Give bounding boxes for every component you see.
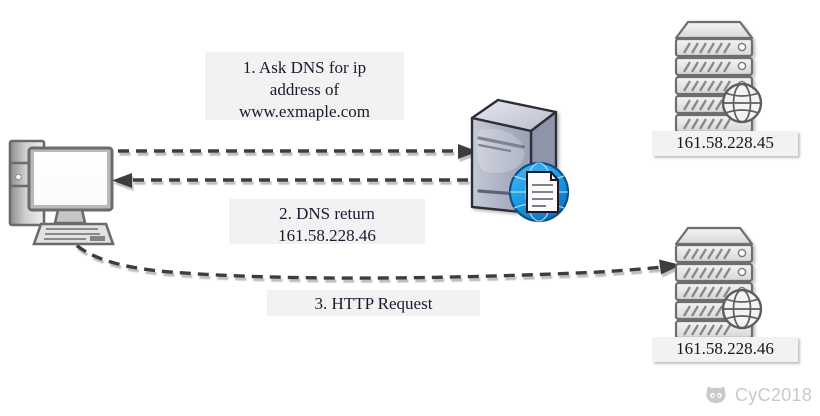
ip-address-bottom: 161.58.228.46 — [652, 337, 798, 362]
globe-icon — [721, 288, 763, 330]
dns-record-badge — [508, 161, 570, 223]
arrow-response — [112, 173, 468, 188]
dns-server — [470, 98, 570, 223]
arrow-query — [118, 144, 478, 159]
globe-icon — [721, 82, 763, 124]
rack-server-bottom — [674, 226, 763, 340]
rack-server-top — [674, 20, 763, 134]
desktop-computer — [8, 139, 115, 246]
label-step3-http-request: 3. HTTP Request — [267, 290, 480, 316]
label-step1-ask-dns: 1. Ask DNS for ip address of www.exmaple… — [205, 52, 404, 121]
watermark: CyC2018 — [704, 383, 812, 407]
label-step2-dns-return: 2. DNS return 161.58.228.46 — [229, 199, 425, 245]
watermark-text: CyC2018 — [735, 384, 813, 405]
octocat-icon — [706, 386, 726, 403]
ip-address-top: 161.58.228.45 — [652, 131, 798, 156]
